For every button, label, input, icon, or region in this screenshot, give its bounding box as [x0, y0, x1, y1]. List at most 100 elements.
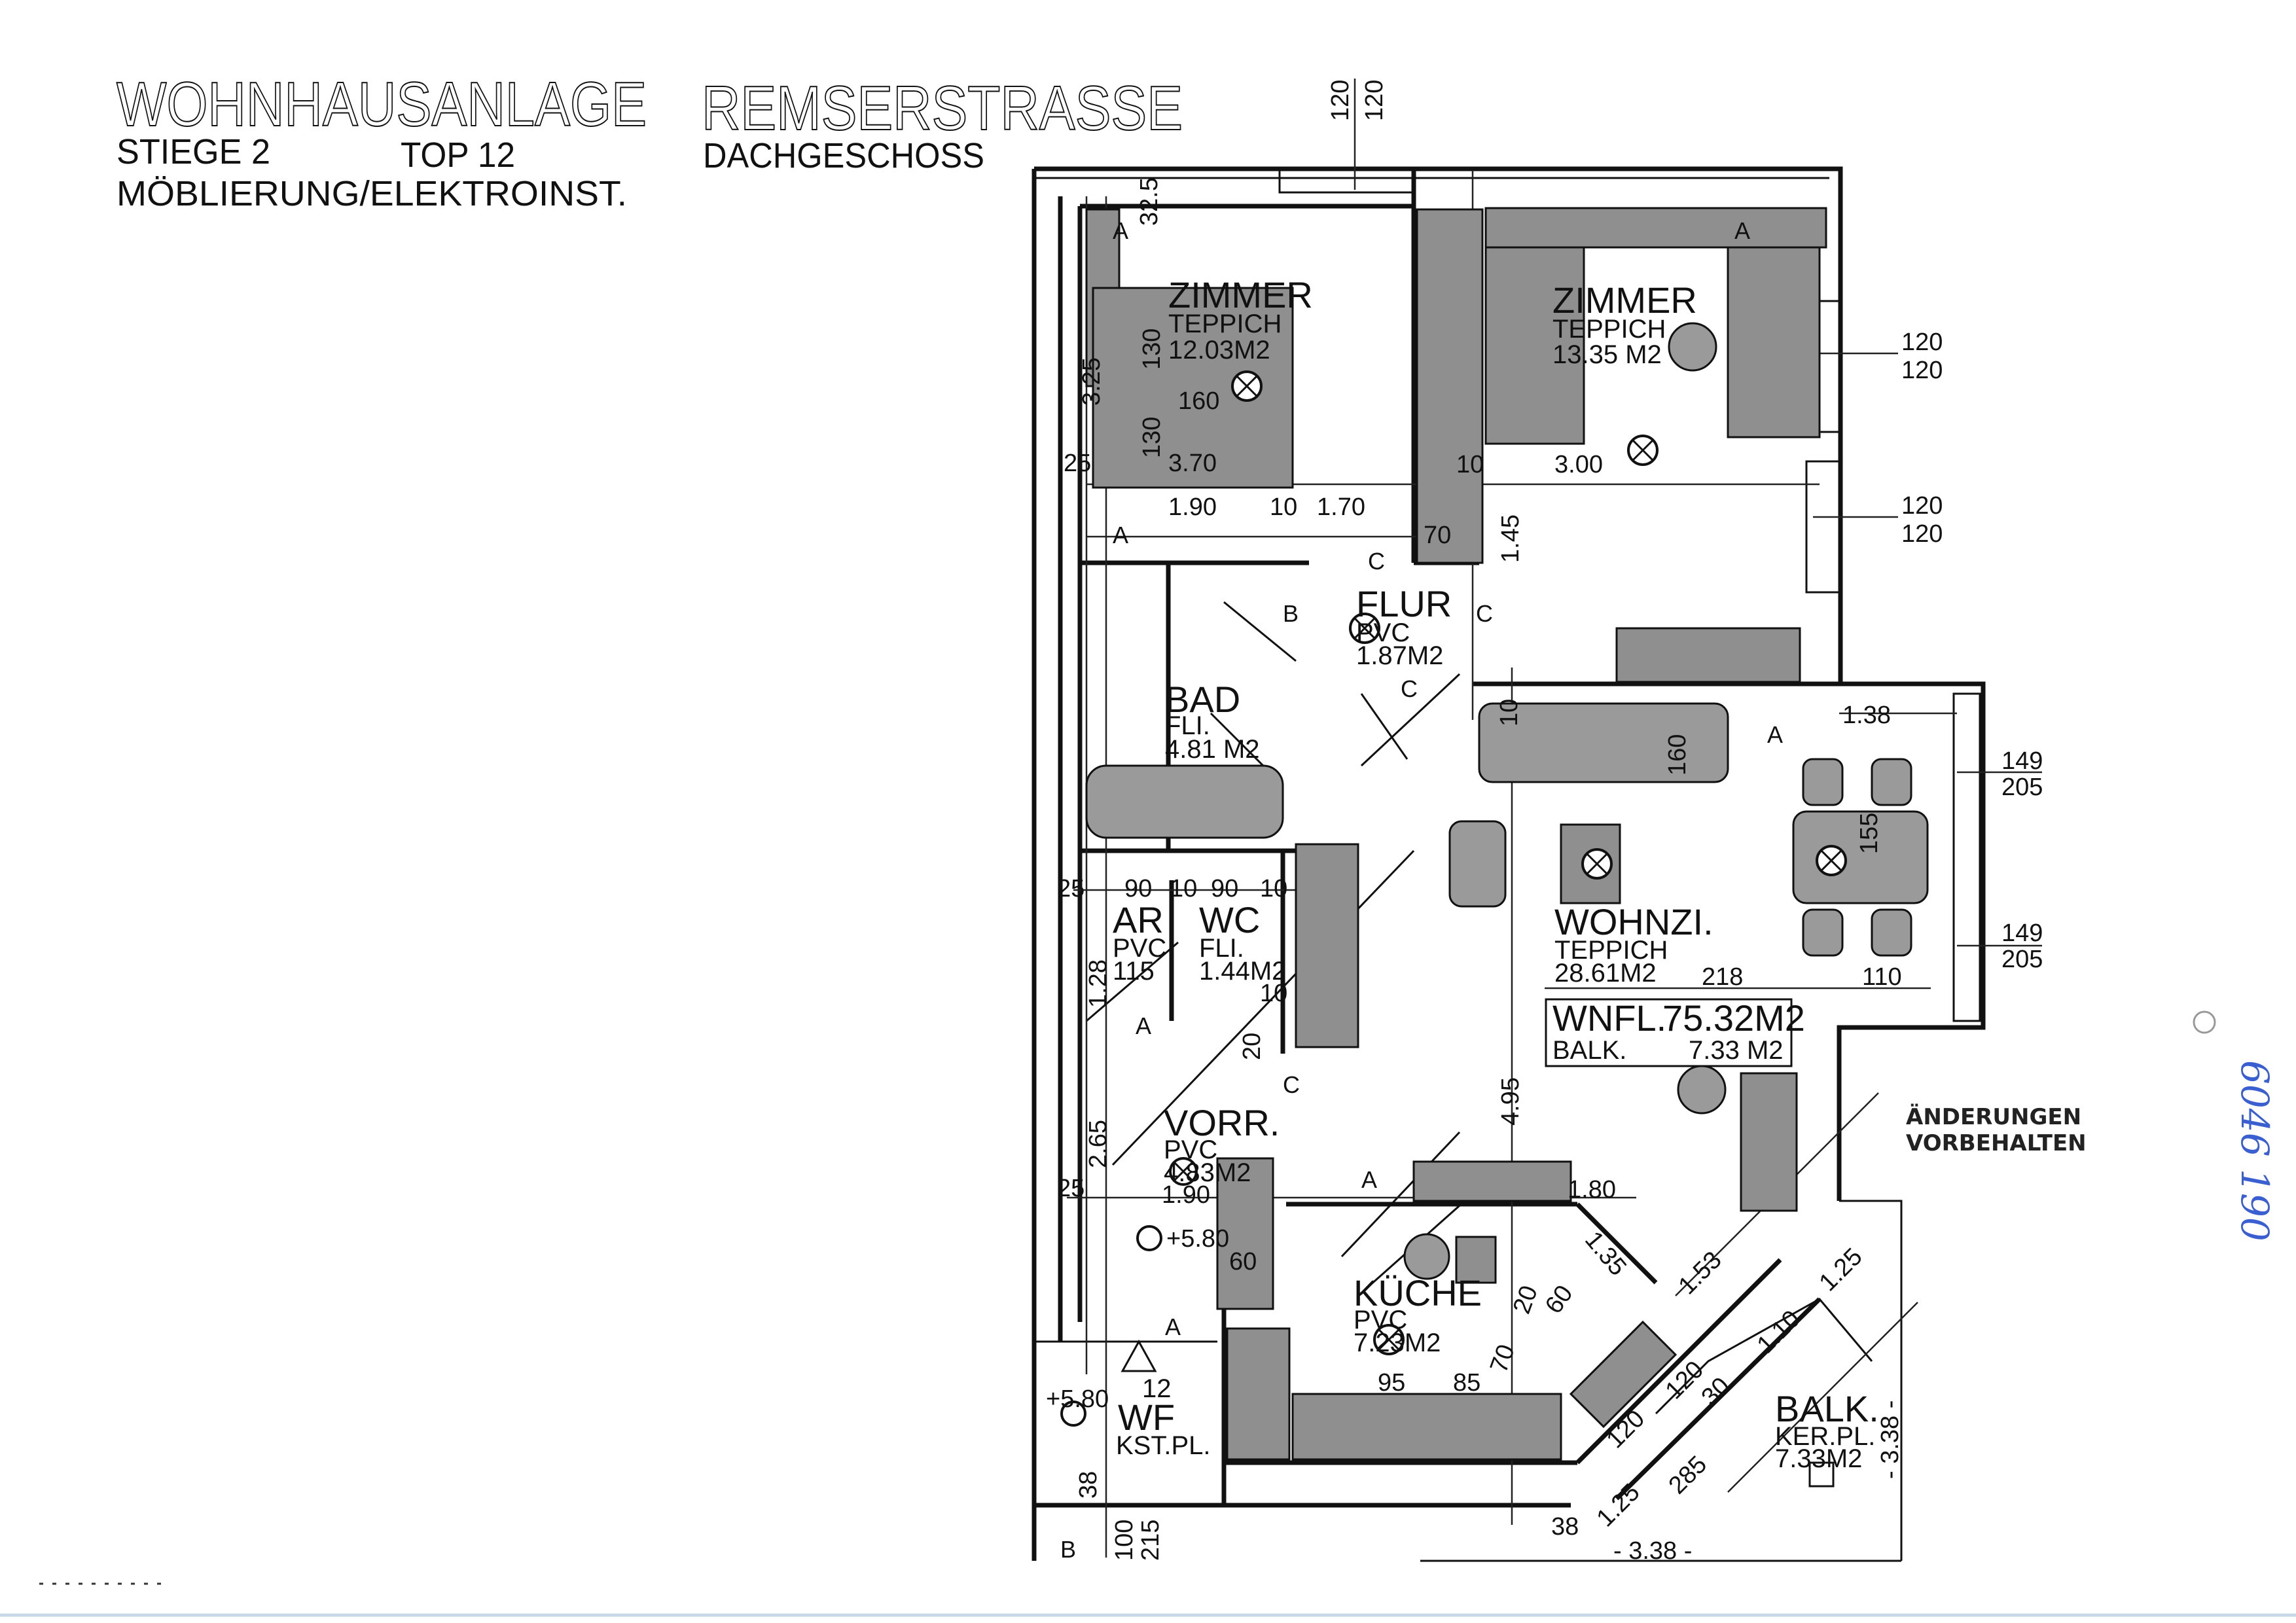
- room-name: WC: [1199, 899, 1260, 940]
- living-area-label: WNFL.: [1552, 997, 1666, 1039]
- symbol-letter: C: [1368, 548, 1385, 575]
- armchair: [1448, 820, 1507, 908]
- bathtub: [1085, 764, 1284, 839]
- shelf: [1484, 207, 1827, 249]
- dimension-label: 1.53: [1674, 1246, 1727, 1300]
- symbol-letter: A: [1165, 1313, 1181, 1340]
- dimension-label: 70: [1424, 522, 1451, 549]
- dimension-label: 2.65: [1085, 1120, 1112, 1168]
- symbol-letter: A: [1361, 1166, 1377, 1193]
- symbol-letter: A: [1113, 522, 1128, 548]
- dimension-label: 1.80: [1568, 1176, 1616, 1204]
- room-material: PVC: [1354, 1306, 1407, 1334]
- dimension-label: 130: [1138, 417, 1166, 458]
- room-vorraum: VORR. PVC 4.83M2: [1164, 1102, 1280, 1187]
- dimension-label: 1.28: [1085, 959, 1112, 1008]
- dimension-label: - 3.38 -: [1876, 1400, 1904, 1479]
- dimension-label: 10: [1496, 699, 1523, 726]
- dimension-label: 60: [1229, 1248, 1257, 1275]
- note-line: VORBEHALTEN: [1906, 1130, 2087, 1156]
- dimension-label: 38: [1551, 1513, 1579, 1541]
- room-area: 115: [1113, 957, 1155, 986]
- dimension-label: 1.25: [1592, 1478, 1645, 1532]
- dimension-label: 1.90: [1168, 493, 1217, 521]
- cabinet: [1740, 1072, 1798, 1212]
- dimension-label: 20: [1238, 1033, 1266, 1060]
- symbol-letter: A: [1113, 217, 1128, 244]
- room-area: 13.35 M2: [1552, 340, 1662, 369]
- symbol-letters: A A A B C C C A A A C A B: [1060, 217, 1783, 1563]
- plan-type-label: MÖBLIERUNG/ELEKTROINST.: [117, 174, 627, 213]
- dimension-label: 10: [1270, 493, 1297, 521]
- symbol-letter: B: [1060, 1536, 1076, 1563]
- ceiling-light-icon: [1581, 848, 1613, 880]
- room-area: 28.61M2: [1554, 959, 1657, 988]
- desk: [1484, 246, 1585, 445]
- dimension-label: 120: [1327, 80, 1354, 121]
- symbol-letter: C: [1283, 1071, 1300, 1098]
- dimension-label: +5.80: [1046, 1385, 1109, 1413]
- note-line: ÄNDERUNGEN: [1906, 1103, 2081, 1130]
- dimension-label: 90: [1211, 875, 1238, 902]
- symbol-letter: C: [1401, 675, 1418, 702]
- chair: [1871, 758, 1912, 806]
- wardrobe: [1216, 1157, 1274, 1310]
- room-name: WOHNZI.: [1554, 901, 1713, 942]
- dimension-label: 149: [2001, 919, 2043, 947]
- room-zimmer-1: ZIMMER TEPPICH 12.03M2: [1168, 274, 1313, 365]
- room-area: 4.81 M2: [1165, 735, 1260, 764]
- cabinet: [1295, 843, 1359, 1048]
- dimension-label: +5.80: [1166, 1225, 1229, 1253]
- dimension-label: 205: [2001, 946, 2043, 973]
- room-material: TEPPICH: [1554, 936, 1668, 965]
- room-material: FLI.: [1165, 711, 1210, 740]
- sofa: [1478, 702, 1729, 783]
- room-labels: ZIMMER TEPPICH 12.03M2 ZIMMER TEPPICH 13…: [1113, 274, 1879, 1473]
- room-area: 7.23M2: [1354, 1329, 1441, 1357]
- room-name: BALK.: [1775, 1388, 1879, 1429]
- dimension-label: 1.38: [1842, 702, 1891, 729]
- balcony-area-value: 7.33 M2: [1689, 1036, 1784, 1065]
- room-balkon: BALK. KER.PL. 7.33M2: [1775, 1388, 1879, 1473]
- kitchen-cabinet: [1226, 1327, 1291, 1461]
- chair: [1871, 908, 1912, 957]
- room-wc: WC FLI. 1.44M2: [1199, 899, 1286, 986]
- plant: [1668, 322, 1717, 372]
- dimension-label: 20: [1508, 1282, 1543, 1317]
- wardrobe: [1416, 208, 1484, 564]
- dimension-label: 155: [1856, 813, 1883, 854]
- room-material: TEPPICH: [1552, 315, 1666, 344]
- ceiling-light-icon: [1349, 613, 1380, 644]
- dimension-label: 10: [1456, 451, 1484, 478]
- floor-drain-icon: [1136, 1225, 1162, 1251]
- room-material: KER.PL.: [1775, 1422, 1875, 1451]
- symbol-letter: A: [1734, 217, 1750, 244]
- dimension-label: 120: [1901, 357, 1943, 384]
- unit-label: TOP 12: [401, 135, 515, 175]
- room-zimmer-2: ZIMMER TEPPICH 13.35 M2: [1552, 279, 1697, 369]
- living-area-value: 75.32M2: [1662, 997, 1805, 1039]
- title-street: REMSERSTRASSE: [702, 73, 1183, 143]
- symbol-letter: A: [1136, 1012, 1151, 1039]
- ceiling-light-icon: [1231, 370, 1263, 402]
- dimension-label: 285: [1664, 1451, 1713, 1500]
- room-material: PVC: [1164, 1135, 1217, 1164]
- walls: [1031, 166, 1986, 1562]
- kitchen-chair: [1455, 1236, 1497, 1284]
- dimension-labels: 120 120 32.5 3.25 130 160 130 3.70 25 1.…: [1046, 80, 2043, 1565]
- dimension-label: 4.95: [1497, 1077, 1524, 1126]
- kitchen-table: [1403, 1233, 1450, 1280]
- dimension-label: 85: [1453, 1369, 1480, 1397]
- room-wf: 12 WF KST.PL.: [1116, 1374, 1211, 1460]
- room-name: BAD: [1165, 679, 1240, 720]
- dimension-label: 120: [1361, 80, 1388, 121]
- room-material: TEPPICH: [1168, 310, 1282, 338]
- dimension-label: 120: [1901, 520, 1943, 548]
- dimension-label: 100: [1111, 1520, 1138, 1561]
- dimension-label: 215: [1137, 1520, 1164, 1561]
- dimension-label: 160: [1664, 734, 1691, 776]
- balcony-drain-icon: [1808, 1461, 1835, 1488]
- window-right-2: [1805, 460, 1840, 594]
- floor-drain-icon: [1060, 1400, 1086, 1427]
